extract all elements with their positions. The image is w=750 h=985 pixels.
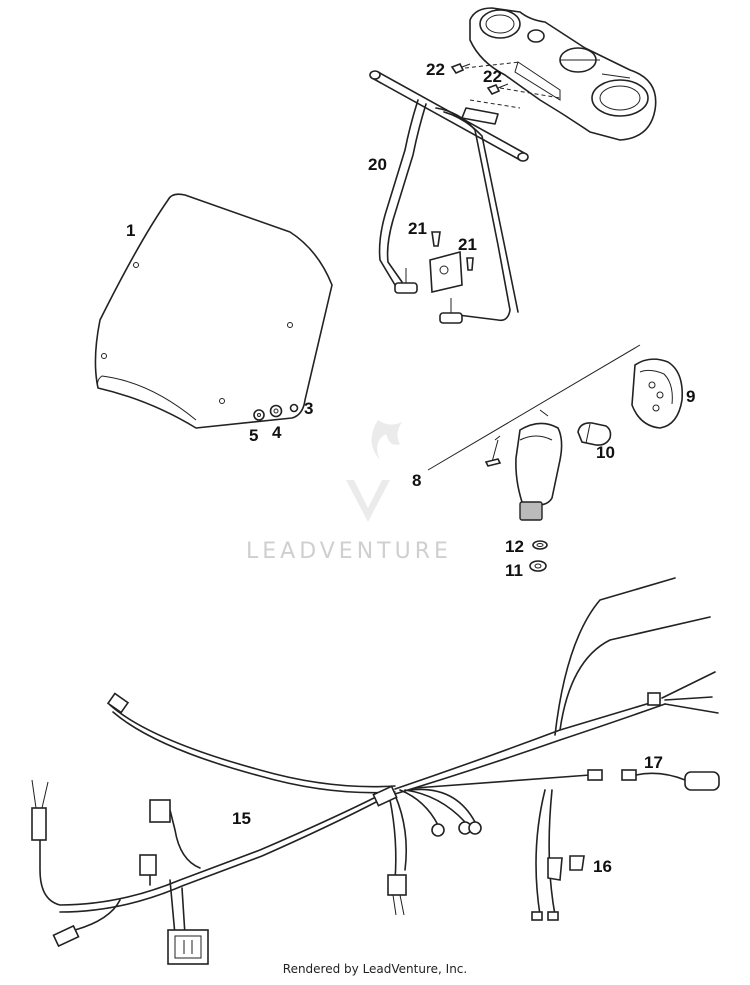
callout-21a: 21 [408, 219, 427, 238]
callout-11: 11 [505, 561, 523, 580]
connector-lead-17[interactable] [621, 769, 720, 791]
callout-16: 16 [593, 857, 612, 876]
cable-clip-16[interactable] [547, 855, 585, 881]
headlight-bracket[interactable] [369, 70, 529, 324]
wiring-harness-15[interactable] [31, 577, 719, 965]
screw-21b[interactable] [466, 257, 474, 271]
bolt-22a[interactable] [450, 62, 471, 74]
callout-22a: 22 [426, 60, 445, 79]
callout-9: 9 [686, 387, 695, 406]
callout-10: 10 [596, 443, 615, 462]
turn-signal-housing-9[interactable] [631, 358, 684, 429]
callout-3: 3 [304, 399, 313, 418]
nut-4[interactable] [269, 404, 283, 418]
bolt-22b[interactable] [486, 83, 509, 95]
washer-5[interactable] [253, 409, 265, 421]
callout-1: 1 [126, 221, 135, 240]
nut-11[interactable] [529, 560, 547, 572]
callout-8: 8 [412, 471, 421, 490]
watermark-text: LEADVENTURE [246, 539, 452, 564]
callout-21b: 21 [458, 235, 477, 254]
footer-credit: Rendered by LeadVenture, Inc. [282, 962, 468, 976]
instrument-mount[interactable] [469, 7, 657, 141]
callout-4: 4 [272, 423, 282, 442]
callout-17: 17 [644, 753, 663, 772]
washer-12[interactable] [532, 540, 548, 550]
callout-5: 5 [249, 426, 258, 445]
screw-21a[interactable] [431, 231, 441, 247]
callout-20: 20 [368, 155, 387, 174]
windscreen[interactable] [94, 193, 333, 429]
watermark-logo [346, 420, 402, 522]
bulb-10[interactable] [577, 422, 612, 446]
callout-22b: 22 [483, 67, 502, 86]
callout-15: 15 [232, 809, 251, 828]
turn-signal-8[interactable] [484, 422, 563, 521]
callout-12: 12 [505, 537, 524, 556]
screw-3[interactable] [289, 403, 299, 413]
